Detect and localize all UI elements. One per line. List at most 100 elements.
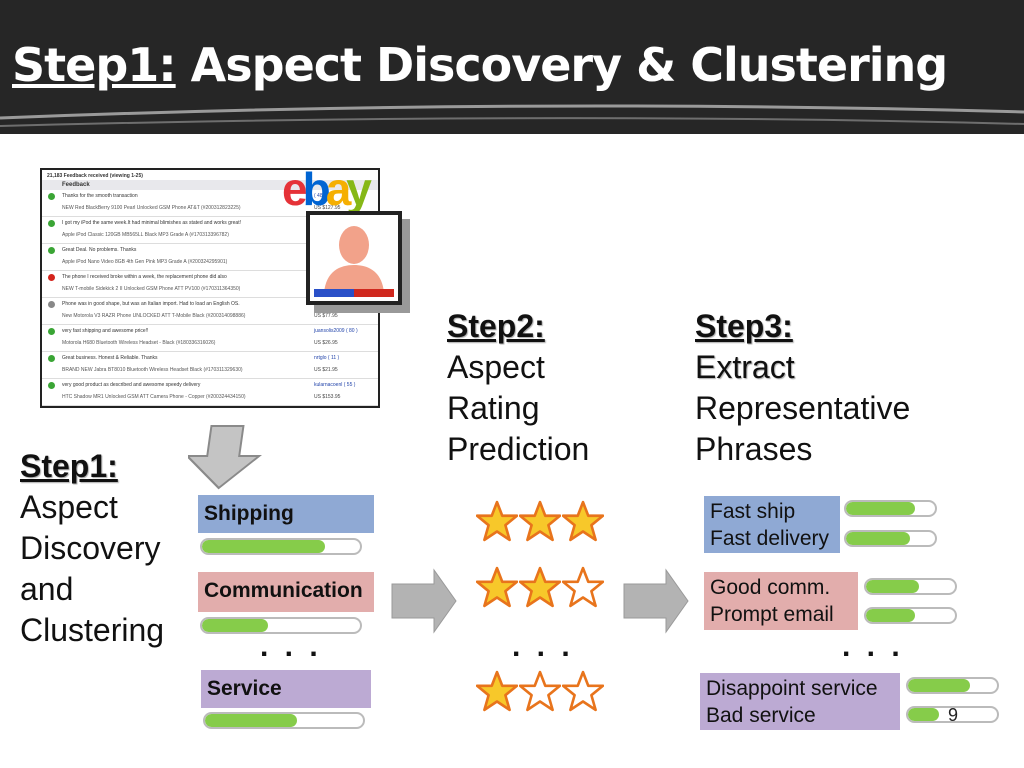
step1-text: Step1: Aspect Discovery and Clustering <box>20 446 164 651</box>
feedback-row: very fast shipping and awesome price!! Mo… <box>42 325 378 352</box>
aspect-rating-fill <box>202 540 326 553</box>
aspect-label-shipping: Shipping <box>198 495 374 533</box>
feedback-message: Great Deal. No problems. Thanks <box>62 247 137 253</box>
step2-line: Rating <box>447 390 540 426</box>
slide-title-lead: Step1: <box>12 38 177 92</box>
feedback-price: US $153.95 <box>314 394 341 400</box>
positive-rating-icon <box>48 220 55 227</box>
step1-line: Discovery <box>20 530 161 566</box>
slide-title-rest: Aspect Discovery & Clustering <box>175 38 949 92</box>
aspect-rating-fill <box>205 714 297 727</box>
phrase-group-service: Disappoint service Bad service <box>700 673 900 730</box>
feedback-item: Apple iPod Classic 120GB MB565LL Black M… <box>62 232 229 238</box>
step1-line: Clustering <box>20 612 165 648</box>
ebay-logo: ebay <box>282 163 372 215</box>
phrase-rating-fill <box>846 502 916 515</box>
feedback-message: very fast shipping and awesome price!! <box>62 328 149 334</box>
feedback-item: HTC Shadow MR1 Unlocked GSM ATT Camera P… <box>62 394 246 400</box>
phrase-group-communication: Good comm. Prompt email <box>704 572 858 630</box>
negative-rating-icon <box>48 274 55 281</box>
positive-rating-icon <box>48 193 55 200</box>
phrase-text: Prompt email <box>710 603 834 626</box>
feedback-user[interactable]: nrtglo ( 11 ) <box>314 355 340 361</box>
feedback-summary: 21,183 Feedback received (viewing 1-25) <box>47 173 143 179</box>
step2-text: Step2: Aspect Rating Prediction <box>447 306 589 470</box>
aspect-label-service: Service <box>201 670 371 708</box>
step3-text: Step3: Extract Representative Phrases <box>695 306 910 470</box>
feedback-row: Great business. Honest & Reliable. Thank… <box>42 352 378 379</box>
filled-star-icon <box>519 500 561 542</box>
aspect-rating-bar <box>200 538 362 555</box>
phrase-rating-fill <box>908 679 971 692</box>
filled-star-icon <box>476 670 518 712</box>
feedback-message: I got my iPod the same week.It had minim… <box>62 220 241 226</box>
phrase-text: Disappoint service <box>706 677 878 700</box>
phrase-rating-fill <box>866 580 920 593</box>
aspect-rating-bar <box>200 617 362 634</box>
feedback-user[interactable]: juansolis2009 ( 80 ) <box>314 328 358 334</box>
phrase-rating-bar <box>844 500 937 517</box>
step2-line: Aspect <box>447 349 545 385</box>
feedback-price: US $21.95 <box>314 367 338 373</box>
phrase-rating-bar <box>864 607 957 624</box>
feedback-user[interactable]: ( 48 ) <box>314 193 326 199</box>
positive-rating-icon <box>48 247 55 254</box>
neutral-rating-icon <box>48 301 55 308</box>
feedback-row: The phone I received broke within a week… <box>42 271 378 298</box>
phrase-text: Fast delivery <box>710 527 830 550</box>
slide-title: Step1: Aspect Discovery & Clustering <box>12 38 949 92</box>
feedback-column-header: Feedback <box>42 180 378 190</box>
phrase-rating-fill <box>866 609 915 622</box>
step1-line: and <box>20 571 74 607</box>
user-silhouette-icon <box>314 219 394 297</box>
step3-heading: Step3: <box>695 308 793 344</box>
title-swoosh <box>0 104 1024 127</box>
step2-line: Prediction <box>447 431 590 467</box>
phrase-rating-fill <box>908 708 940 721</box>
phrase-rating-bar <box>906 706 999 723</box>
feedback-price: US $77.95 <box>314 313 338 319</box>
aspect-label-communication: Communication <box>198 572 374 612</box>
feedback-message: Phone was in good shape, but was an Ital… <box>62 301 240 307</box>
phrase-rating-bar <box>906 677 999 694</box>
positive-rating-icon <box>48 355 55 362</box>
feedback-row: I got my iPod the same week.It had minim… <box>42 217 378 244</box>
feedback-item: BRAND NEW Jabra BT8010 Bluetooth Wireles… <box>62 367 243 373</box>
feedback-message: very good product as described and aweso… <box>62 382 201 388</box>
phrase-text: Fast ship <box>710 500 796 523</box>
title-bar: Step1: Aspect Discovery & Clustering <box>0 0 1024 134</box>
ellipsis: . . . <box>260 630 322 663</box>
avatar <box>306 211 402 305</box>
feedback-user[interactable]: kularnacoenl ( 55 ) <box>314 382 356 388</box>
step3-line: Extract <box>695 349 795 385</box>
feedback-item: NEW T-mobile Sidekick 2 II Unlocked GSM … <box>62 286 241 292</box>
feedback-item: NEW Red BlackBerry 9100 Pearl Unlocked G… <box>62 205 241 211</box>
phrase-group-shipping: Fast ship Fast delivery <box>704 496 840 553</box>
empty-star-icon <box>562 566 604 608</box>
down-arrow <box>188 425 262 490</box>
feedback-row: very good product as described and aweso… <box>42 379 378 406</box>
phrase-rating-bar <box>864 578 957 595</box>
aspect-rating-fill <box>202 619 269 632</box>
phrase-rating-fill <box>846 532 911 545</box>
empty-star-icon <box>562 670 604 712</box>
feedback-item: Apple iPod Nano Video 8GB 4th Gen Pink M… <box>62 259 228 265</box>
step1-line: Aspect <box>20 489 118 525</box>
aspect-rating-bar <box>203 712 365 729</box>
ellipsis: . . . <box>842 630 904 663</box>
step3-line: Phrases <box>695 431 813 467</box>
ellipsis: . . . <box>512 630 574 663</box>
step3-line: Representative <box>695 390 911 426</box>
feedback-price: US $127.95 <box>314 205 341 211</box>
positive-rating-icon <box>48 328 55 335</box>
feedback-item: Motorola H680 Bluetooth Wireless Headset… <box>62 340 216 346</box>
filled-star-icon <box>519 566 561 608</box>
feedback-message: The phone I received broke within a week… <box>62 274 227 280</box>
empty-star-icon <box>519 670 561 712</box>
feedback-message: Thanks for the smooth transaction <box>62 193 138 199</box>
feedback-price: US $26.95 <box>314 340 338 346</box>
filled-star-icon <box>562 500 604 542</box>
